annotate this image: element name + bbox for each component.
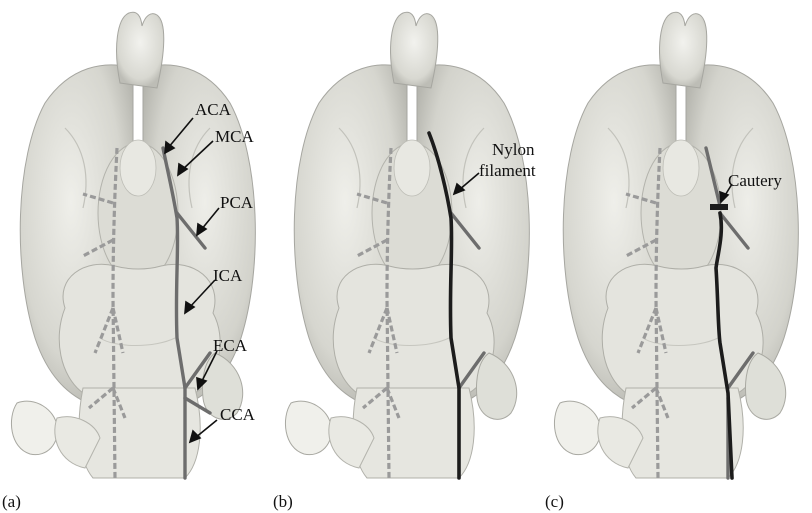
label-mca: MCA <box>215 127 254 146</box>
label-ica: ICA <box>213 266 243 285</box>
panel-label-b: (b) <box>273 492 293 511</box>
label-filament: filament <box>479 161 536 180</box>
label-aca: ACA <box>195 100 232 119</box>
panel-label-c: (c) <box>545 492 564 511</box>
panel-c: Cautery <box>554 12 798 478</box>
cautery-mark <box>710 204 728 210</box>
label-pca: PCA <box>220 193 254 212</box>
panel-label-a: (a) <box>2 492 21 511</box>
label-cautery: Cautery <box>728 171 782 190</box>
label-cca: CCA <box>220 405 256 424</box>
label-eca: ECA <box>213 336 248 355</box>
panel-a: ACA MCA PCA ICA ECA CCA <box>11 12 255 478</box>
panel-b: Nylon filament <box>285 12 535 478</box>
label-nylon: Nylon <box>492 140 535 159</box>
